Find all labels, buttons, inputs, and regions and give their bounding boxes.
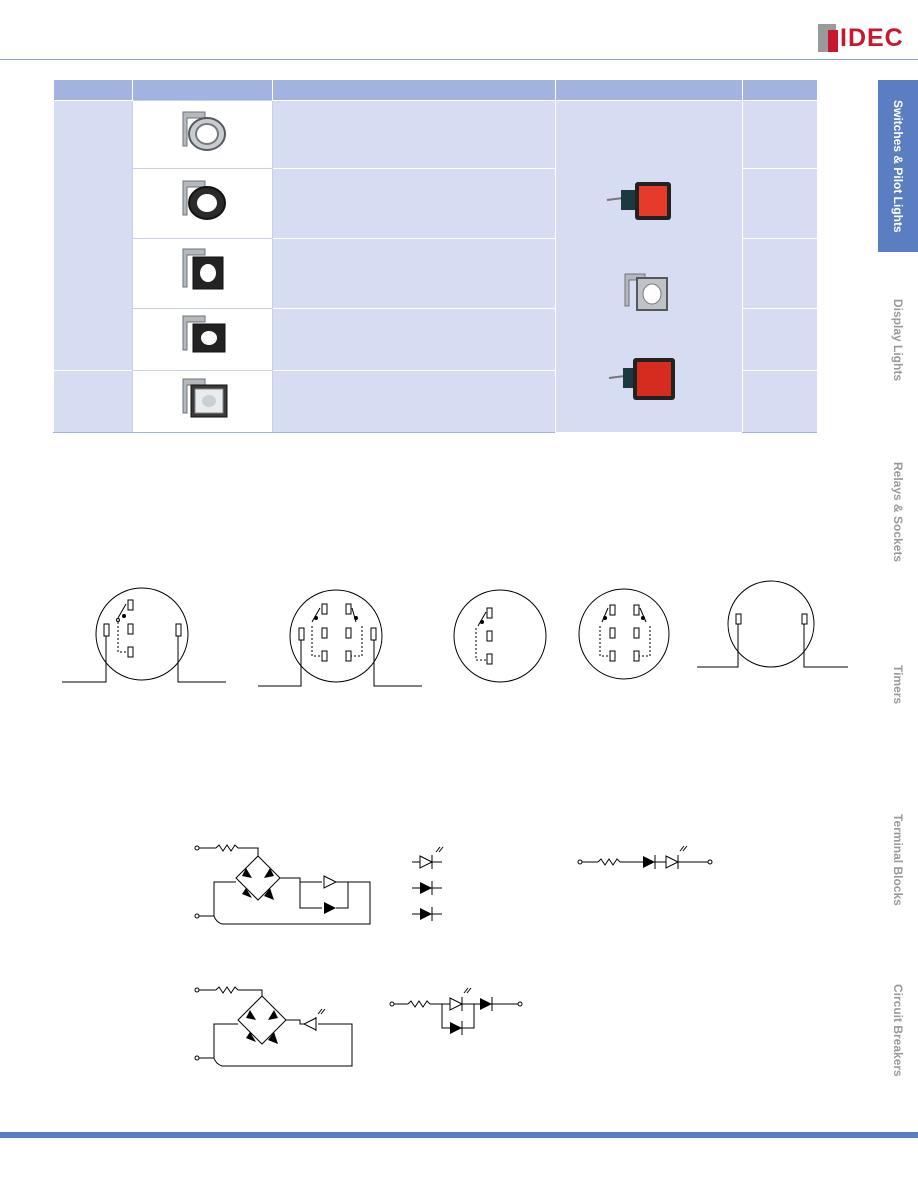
product-image-cell	[132, 99, 273, 168]
terminal-diagram-1	[62, 587, 226, 683]
table-header-cell	[742, 80, 817, 100]
header-rule	[0, 59, 918, 60]
square-bezel-photo	[624, 273, 668, 311]
table-header-cell	[272, 80, 556, 100]
mounting-image-cell	[555, 99, 743, 432]
square-red-pushbutton-photo	[606, 181, 671, 220]
tab-label: Circuit Breakers	[891, 983, 905, 1077]
mounting-images	[606, 181, 675, 400]
description-cell	[272, 369, 556, 433]
description-cell	[272, 99, 556, 168]
part-number-cell	[742, 237, 817, 308]
table-row	[53, 99, 817, 432]
table-header-row	[53, 80, 817, 100]
bridge-rectifier-led-circuit-2	[194, 986, 353, 1067]
tab-switches-pilot-lights[interactable]: Switches & Pilot Lights	[878, 80, 918, 252]
tab-relays-sockets[interactable]: Relays & Sockets	[878, 455, 918, 570]
category-cell	[53, 99, 133, 370]
table-row	[54, 237, 817, 308]
description-cell	[272, 307, 556, 370]
circuit-schematics	[194, 844, 713, 1067]
tab-label: Switches & Pilot Lights	[891, 99, 905, 233]
table-row	[54, 307, 817, 370]
tab-label: Relays & Sockets	[891, 462, 905, 563]
rectangular-bezel-clear-cover-photo	[182, 378, 227, 417]
table-header-cell	[53, 80, 133, 100]
description-cell	[272, 167, 556, 238]
table-header-cell	[555, 80, 743, 100]
terminal-diagram-3	[453, 589, 547, 683]
part-number-cell	[742, 369, 817, 433]
tab-timers[interactable]: Timers	[878, 660, 918, 710]
product-image-cell	[132, 167, 273, 238]
product-image-cell	[132, 307, 273, 370]
description-cell	[272, 237, 556, 308]
idec-logo: IDEC	[818, 24, 904, 52]
terminal-diagram-5	[697, 580, 848, 668]
accessory-table	[53, 80, 817, 433]
led-symbol-stack	[412, 846, 444, 921]
table-row	[54, 167, 817, 238]
rectangular-red-pushbutton-photo	[608, 357, 675, 400]
part-number-cell	[742, 167, 817, 238]
tab-circuit-breakers[interactable]: Circuit Breakers	[878, 980, 918, 1080]
footer-rule	[0, 1132, 918, 1138]
product-image-cell	[132, 237, 273, 308]
terminal-diagram-4	[578, 588, 670, 680]
product-image-cell	[132, 369, 273, 433]
table-row	[53, 369, 817, 433]
tab-label: Terminal Blocks	[891, 814, 905, 906]
series-resistor-diode-led-circuit	[577, 845, 713, 869]
tab-display-lights[interactable]: Display Lights	[878, 290, 918, 390]
logo-text: IDEC	[840, 24, 904, 52]
tab-terminal-blocks[interactable]: Terminal Blocks	[878, 810, 918, 910]
logo-mark-red	[828, 30, 838, 52]
bridge-rectifier-led-circuit	[194, 844, 371, 925]
round-bezel-black-photo	[182, 180, 226, 220]
terminal-diagram-2	[258, 589, 422, 687]
square-bezel-black-photo	[182, 248, 223, 289]
category-cell	[53, 369, 133, 433]
rectangular-bezel-black-photo	[182, 315, 225, 352]
terminal-arrangement-diagrams	[62, 580, 848, 687]
tab-label: Timers	[891, 665, 905, 705]
part-number-cell	[742, 99, 817, 168]
tab-label: Display Lights	[891, 298, 905, 381]
table-header-cell	[132, 80, 273, 100]
part-number-cell	[742, 307, 817, 370]
round-bezel-chrome-photo	[182, 111, 226, 151]
